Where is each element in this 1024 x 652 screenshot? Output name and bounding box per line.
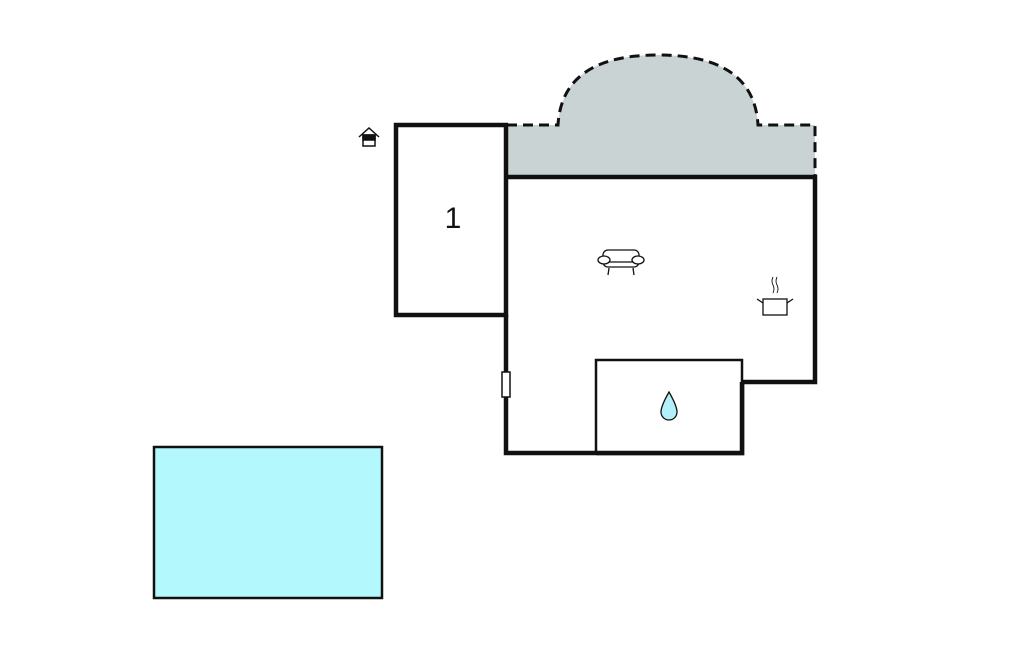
water-drop-icon bbox=[660, 390, 678, 421]
pool bbox=[152, 445, 384, 600]
window-icon bbox=[501, 371, 511, 398]
terrace-outline bbox=[507, 53, 817, 177]
entrance-icon bbox=[358, 126, 380, 147]
room-1 bbox=[393, 122, 509, 318]
kitchen-pot-icon bbox=[756, 276, 794, 316]
sofa-icon bbox=[597, 249, 645, 276]
room-number-label: 1 bbox=[444, 202, 462, 235]
terrace-area bbox=[507, 55, 815, 177]
